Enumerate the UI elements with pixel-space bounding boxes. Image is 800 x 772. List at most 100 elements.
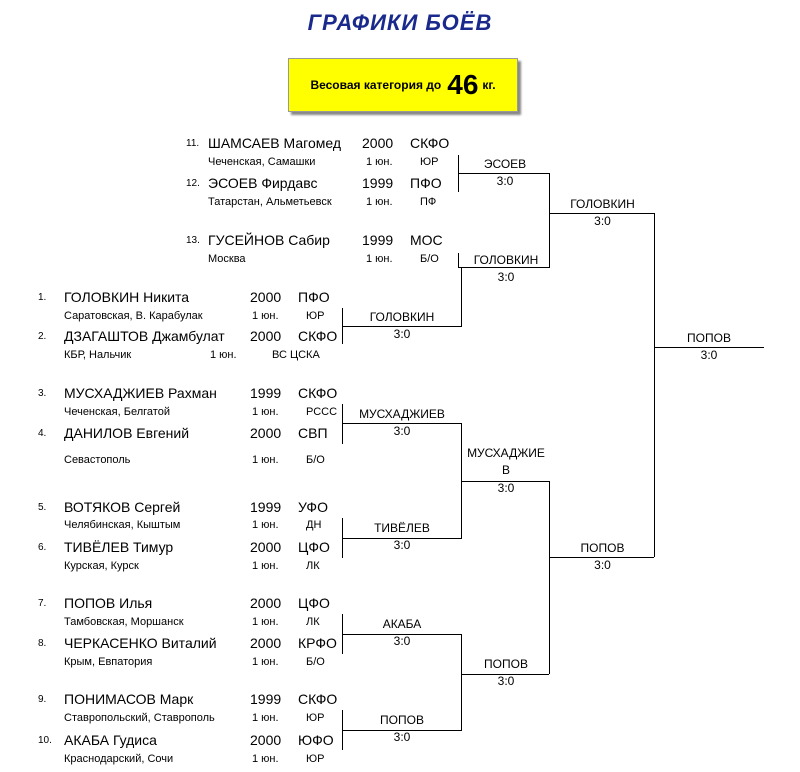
athlete-rank: 1 юн. xyxy=(252,406,279,418)
athlete-club: ЛК xyxy=(306,560,320,572)
athlete-club: Б/О xyxy=(306,656,325,668)
match-winner: АКАБА xyxy=(382,617,422,631)
athlete-region: Тамбовская, Моршанск xyxy=(64,616,184,628)
athlete-club: ЮР xyxy=(420,156,439,168)
athlete-federation: ЦФО xyxy=(298,595,330,611)
athlete-year: 2000 xyxy=(362,135,394,151)
athlete-federation: СКФО xyxy=(298,691,338,707)
athlete-federation: МОС xyxy=(410,232,443,248)
match-winner: МУСХАДЖИЕВ xyxy=(359,407,445,421)
athlete-year: 2000 xyxy=(250,328,282,344)
athlete-name: ВОТЯКОВ Сергей xyxy=(64,499,181,515)
athlete-year: 1999 xyxy=(362,232,394,248)
match-score: 3:0 xyxy=(393,327,411,341)
bracket-line xyxy=(461,423,462,538)
athlete-rank: 1 юн. xyxy=(252,712,279,724)
athlete-number: 5. xyxy=(38,502,47,513)
athlete-federation: ПФО xyxy=(298,289,330,305)
athlete-number: 13. xyxy=(186,235,200,246)
athlete-number: 3. xyxy=(38,388,47,399)
bracket-line xyxy=(549,481,550,674)
athlete-number: 4. xyxy=(38,428,47,439)
match-score: 3:0 xyxy=(497,674,515,688)
athlete-region: Татарстан, Альметьевск xyxy=(208,196,332,208)
athlete-federation: КРФО xyxy=(298,635,337,651)
match-winner: ПОПОВ xyxy=(484,657,528,671)
bracket-line xyxy=(342,423,462,424)
athlete-year: 2000 xyxy=(250,539,282,555)
athlete-year: 1999 xyxy=(250,385,282,401)
athlete-region: Саратовская, В. Карабулак xyxy=(64,310,203,322)
bracket-line xyxy=(342,634,462,635)
athlete-region: Москва xyxy=(208,253,246,265)
athlete-name: ГУСЕЙНОВ Сабир xyxy=(208,232,330,248)
athlete-region: Краснодарский, Сочи xyxy=(64,753,174,765)
match-score: 3:0 xyxy=(594,214,611,228)
athlete-number: 9. xyxy=(38,694,47,705)
athlete-club: ДН xyxy=(306,519,322,531)
match-winner: ПОПОВ xyxy=(687,331,731,345)
athlete-rank: 1 юн. xyxy=(252,519,279,531)
athlete-federation: СКФО xyxy=(298,385,338,401)
bracket-line xyxy=(549,173,550,268)
match-winner: МУСХАДЖИЕ xyxy=(467,446,545,460)
match-winner: ТИВЁЛЕВ xyxy=(374,521,430,535)
match-score: 3:0 xyxy=(497,481,515,495)
athlete-year: 2000 xyxy=(250,595,282,611)
athlete-name: ЭСОЕВ Фирдавс xyxy=(208,175,318,191)
athlete-number: 1. xyxy=(38,292,47,303)
athlete-year: 1999 xyxy=(362,175,394,191)
athlete-name: ТИВЁЛЕВ Тимур xyxy=(64,539,174,555)
athlete-year: 1999 xyxy=(250,499,282,515)
athlete-rank: 1 юн. xyxy=(366,196,393,208)
match-winner: ПОПОВ xyxy=(380,713,424,727)
athlete-name: ПОПОВ Илья xyxy=(64,595,153,611)
match-winner: ГОЛОВКИН xyxy=(473,253,539,267)
athlete-rank: 1 юн. xyxy=(252,310,279,322)
bracket-line xyxy=(458,253,459,267)
athlete-region: Крым, Евпатория xyxy=(64,656,153,668)
weight-unit: кг. xyxy=(482,78,496,92)
athlete-club: ПФ xyxy=(420,196,437,208)
athlete-club: ЮР xyxy=(306,712,325,724)
match-score: 3:0 xyxy=(393,634,411,648)
athlete-rank: 1 юн. xyxy=(366,156,393,168)
athlete-region: Челябинская, Кыштым xyxy=(64,519,181,531)
athlete-club: ЮР xyxy=(306,310,325,322)
match-winner: В xyxy=(501,463,510,477)
athlete-club: РССС xyxy=(306,406,338,418)
athlete-club: Б/О xyxy=(420,253,439,265)
athlete-rank: 1 юн. xyxy=(366,253,393,265)
match-winner: ЭСОЕВ xyxy=(483,157,527,171)
athlete-rank: 1 юн. xyxy=(252,454,279,466)
athlete-club: ЛК xyxy=(306,616,320,628)
bracket-line xyxy=(654,347,764,348)
athlete-federation: ПФО xyxy=(410,175,442,191)
match-winner: ПОПОВ xyxy=(580,541,625,555)
athlete-region: Чеченская, Самашки xyxy=(208,156,316,168)
bracket-line xyxy=(458,173,550,174)
weight-value: 46 xyxy=(447,69,479,100)
athlete-name: ГОЛОВКИН Никита xyxy=(64,289,190,305)
bracket-line xyxy=(461,267,462,326)
athlete-name: ДАНИЛОВ Евгений xyxy=(64,425,190,441)
match-score: 3:0 xyxy=(393,538,411,552)
weight-category-box: Весовая категория до 46 кг. xyxy=(288,58,518,112)
athlete-federation: СВП xyxy=(298,425,328,441)
athlete-federation: ЦФО xyxy=(298,539,330,555)
athlete-number: 10. xyxy=(38,735,52,746)
athlete-name: ШАМСАЕВ Магомед xyxy=(208,135,341,151)
athlete-region: Чеченская, Белгатой xyxy=(64,406,170,418)
match-winner: ГОЛОВКИН xyxy=(570,197,635,211)
athlete-name: ЧЕРКАСЕНКО Виталий xyxy=(64,635,217,651)
athlete-club: ЮР xyxy=(306,753,325,765)
athlete-year: 2000 xyxy=(250,289,282,305)
athlete-name: АКАБА Гудиса xyxy=(64,732,157,748)
athlete-club: Б/О xyxy=(306,454,325,466)
weight-label: Весовая категория до xyxy=(310,78,442,92)
athlete-year: 1999 xyxy=(250,691,282,707)
match-score: 3:0 xyxy=(496,174,514,188)
page-title: ГРАФИКИ БОЁВ xyxy=(307,10,493,35)
athlete-federation: СКФО xyxy=(298,328,338,344)
bracket-line xyxy=(461,634,462,730)
